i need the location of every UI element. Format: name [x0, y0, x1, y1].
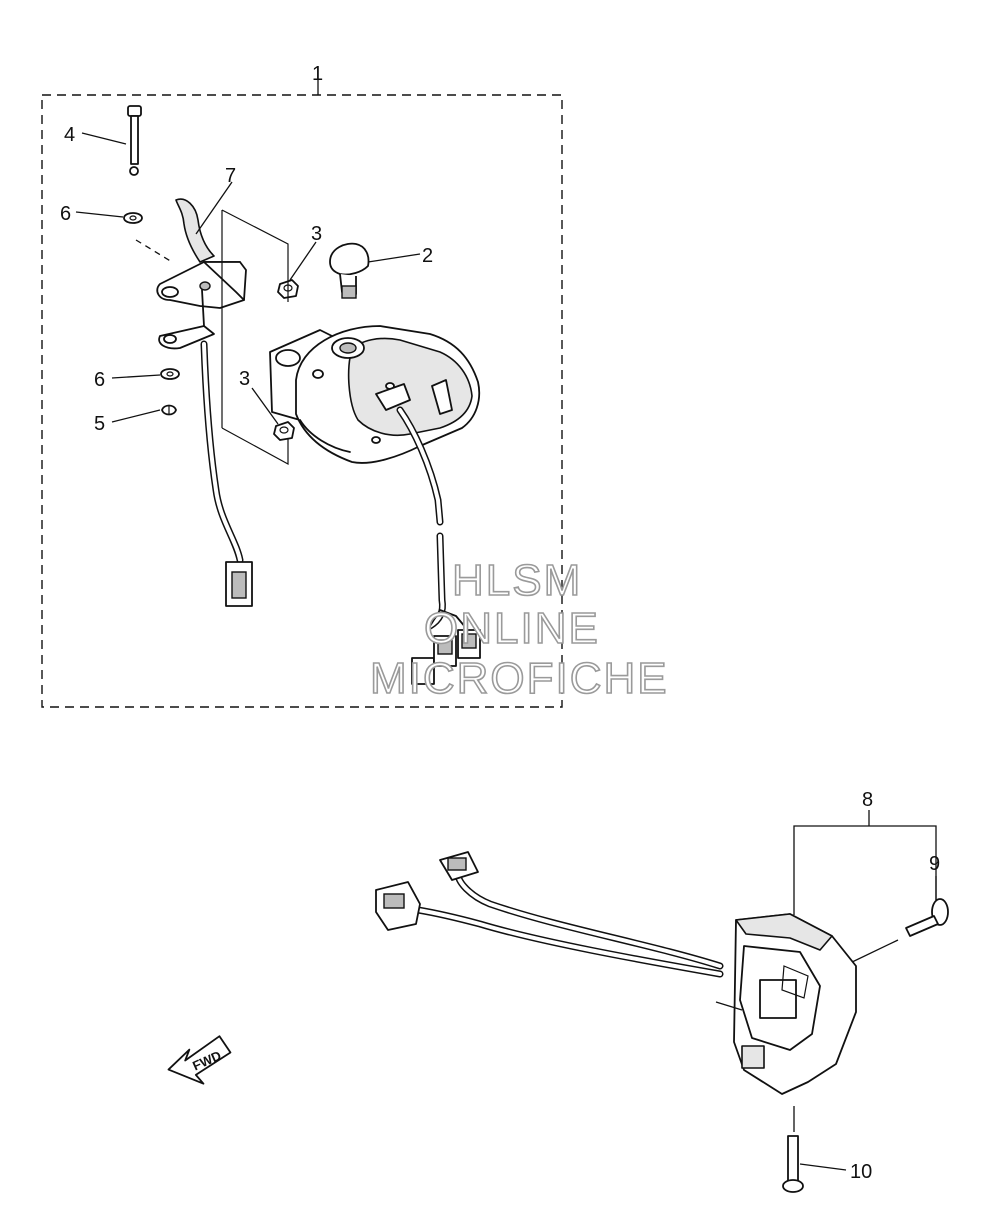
- callout-1: 1: [312, 63, 323, 85]
- watermark-line-3: MICROFICHE: [369, 653, 669, 704]
- part-10-screw: [782, 1106, 847, 1193]
- callout-5: 5: [94, 413, 105, 435]
- callout-3-upper: 3: [311, 223, 322, 245]
- housing-wire-harness: [396, 406, 481, 685]
- mounting-guide-lines: [221, 209, 289, 466]
- part-6-washer-upper: [75, 211, 143, 224]
- part-8-leader: [793, 810, 937, 915]
- part-8-wire-harness: [375, 851, 724, 978]
- callout-3-lower: 3: [239, 368, 250, 390]
- part-6-washer-lower: [111, 368, 180, 380]
- fwd-arrow-icon: FWD: [167, 1035, 232, 1085]
- part-8-switch-body: [715, 913, 857, 1095]
- assembly-1-boundary: [41, 80, 563, 708]
- callout-9: 9: [929, 853, 940, 875]
- part-3-nut-lower: [251, 387, 295, 441]
- switch-housing-assembly-1: [269, 325, 481, 464]
- callout-6-lower: 6: [94, 369, 105, 391]
- part-5-clip: [111, 404, 177, 423]
- watermark-line-2: ONLINE: [423, 603, 600, 654]
- part-3-nut-upper: [277, 241, 317, 299]
- part-7-lever-bracket: [135, 181, 247, 350]
- fwd-arrow-label: FWD: [190, 1048, 223, 1074]
- callout-4: 4: [64, 124, 75, 146]
- callout-7: 7: [225, 165, 236, 187]
- part-7-wire-harness: [200, 340, 253, 607]
- callout-2: 2: [422, 245, 433, 267]
- callout-6-upper: 6: [60, 203, 71, 225]
- part-9-screw: [847, 876, 949, 965]
- part-2-push-button: [329, 242, 421, 299]
- callout-8: 8: [862, 789, 873, 811]
- watermark-line-1: HLSM: [451, 555, 583, 606]
- callout-10: 10: [850, 1161, 872, 1183]
- part-4-pin: [81, 105, 142, 176]
